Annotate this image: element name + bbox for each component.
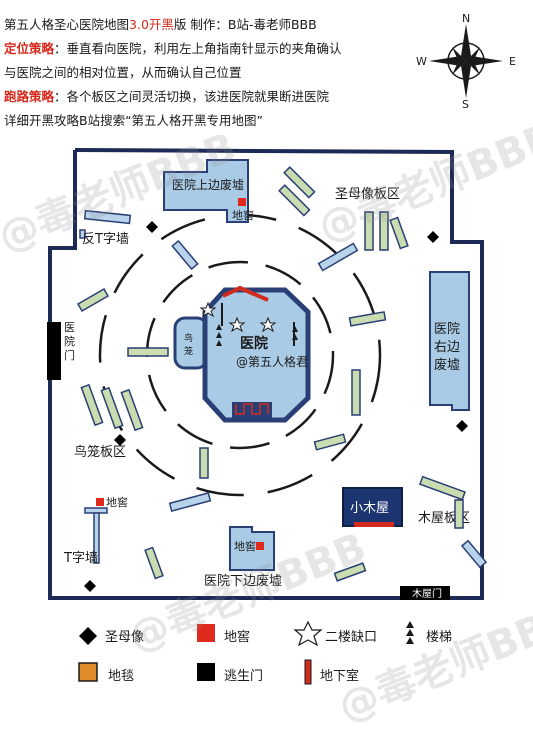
bird-cage-label: 鸟笼 <box>184 332 193 357</box>
reverse-t-wall-label: 反T字墙 <box>82 232 129 247</box>
map-version: 3.0开黑 <box>129 17 174 32</box>
hospital-building[interactable] <box>173 285 311 423</box>
cellar-bottom-label: 地窖 <box>234 539 256 553</box>
hospital-bottom-ruins[interactable] <box>229 526 275 571</box>
exit-gate-left[interactable] <box>47 322 61 380</box>
small-cabin-label: 小木屋 <box>350 501 389 516</box>
legend-icons <box>78 620 414 685</box>
running-strategy-label: 跑路策略 <box>4 89 55 104</box>
legend-exit-gate-label: 逃生门 <box>224 669 264 684</box>
t-walls <box>79 229 108 564</box>
positioning-strategy-label: 定位策略 <box>4 41 55 56</box>
hospital-right-ruins-label: 医院右边废墟 <box>434 322 460 373</box>
compass-icon: N S E W <box>416 12 516 111</box>
legend-stairs-icon <box>406 621 414 644</box>
header-line-2: 定位策略：垂直看向医院，利用左上角指南针显示的夹角确认 <box>4 41 342 57</box>
header-line-1: 第五人格圣心医院地图3.0开黑版 制作：B站-毒老师BBB <box>4 17 317 33</box>
outer-wall <box>48 148 484 600</box>
positioning-strategy-text-2: 与医院之间的相对位置，从而确认自己位置 <box>4 65 242 80</box>
birdcage-area-label: 鸟笼板区 <box>74 444 126 460</box>
legend-cellar-icon <box>197 624 215 642</box>
header-line-5: 详细开黑攻略B站搜索“第五人格开黑专用地图” <box>4 113 263 129</box>
t-wall-label: T字墙 <box>63 551 98 566</box>
hospital-bottom-ruins-label: 医院下边废墟 <box>204 573 282 589</box>
compass-n: N <box>462 12 470 25</box>
hospital-right-ruins[interactable] <box>429 271 470 411</box>
exit-gate-bottom-right[interactable] <box>400 586 450 600</box>
compass-w: W <box>416 55 427 68</box>
hospital-label: 医院 <box>240 335 268 352</box>
legend-madonna-icon <box>79 627 97 645</box>
positioning-strategy-text: ：垂直看向医院，利用左上角指南针显示的夹角确认 <box>54 41 342 56</box>
legend-exit-gate-icon <box>197 663 215 681</box>
legend-stairs-label: 楼梯 <box>426 630 453 645</box>
pallets <box>76 166 488 582</box>
cellar-left-icon <box>96 498 104 506</box>
header-line-3: 与医院之间的相对位置，从而确认自己位置 <box>4 65 242 81</box>
second-floor-gap-icon <box>199 301 277 333</box>
basement-icon <box>354 522 394 527</box>
legend-second-floor-gap-icon <box>293 620 323 647</box>
madonna-area-label: 圣母像板区 <box>335 187 400 202</box>
legend-basement-label: 地下室 <box>320 669 360 684</box>
cellar-left-label: 地窖 <box>106 495 128 509</box>
madonna-statue-icons <box>84 221 468 592</box>
running-strategy-text: ：各个板区之间灵活切换，该进医院就果断进医院 <box>54 89 330 104</box>
cellar-top-icon <box>238 198 246 206</box>
legend-basement-icon <box>304 659 312 685</box>
cabin-door-label: 木屋门 <box>412 587 442 600</box>
hospital-exit-door-label: 医院门 <box>64 321 75 362</box>
search-tip-text: 详细开黑攻略B站搜索“第五人格开黑专用地图” <box>4 113 264 128</box>
cellar-top-label: 地窖 <box>232 208 254 222</box>
legend-cellar-label: 地窖 <box>224 630 251 645</box>
legend-carpet-icon <box>78 662 98 682</box>
legend-second-floor-gap-label: 二楼缺口 <box>325 630 378 645</box>
legend-carpet-label: 地毯 <box>108 669 135 684</box>
stairs-icon <box>216 324 298 346</box>
legend-madonna-label: 圣母像 <box>105 630 145 645</box>
hospital-top-ruins-label: 医院上边废墟 <box>172 177 244 192</box>
cellar-bottom-icon <box>256 542 264 550</box>
map-title: 第五人格圣心医院地图 <box>4 17 130 32</box>
compass-e: E <box>509 55 516 68</box>
small-cabin[interactable] <box>342 487 403 527</box>
weibo-handle: @第五人格君 <box>236 354 308 369</box>
hospital-top-ruins[interactable] <box>163 159 249 223</box>
header-line-4: 跑路策略：各个板区之间灵活切换，该进医院就果断进医院 <box>4 89 329 105</box>
compass-s: S <box>462 98 469 111</box>
map-author: 版 制作：B站-毒老师BBB <box>173 17 317 32</box>
